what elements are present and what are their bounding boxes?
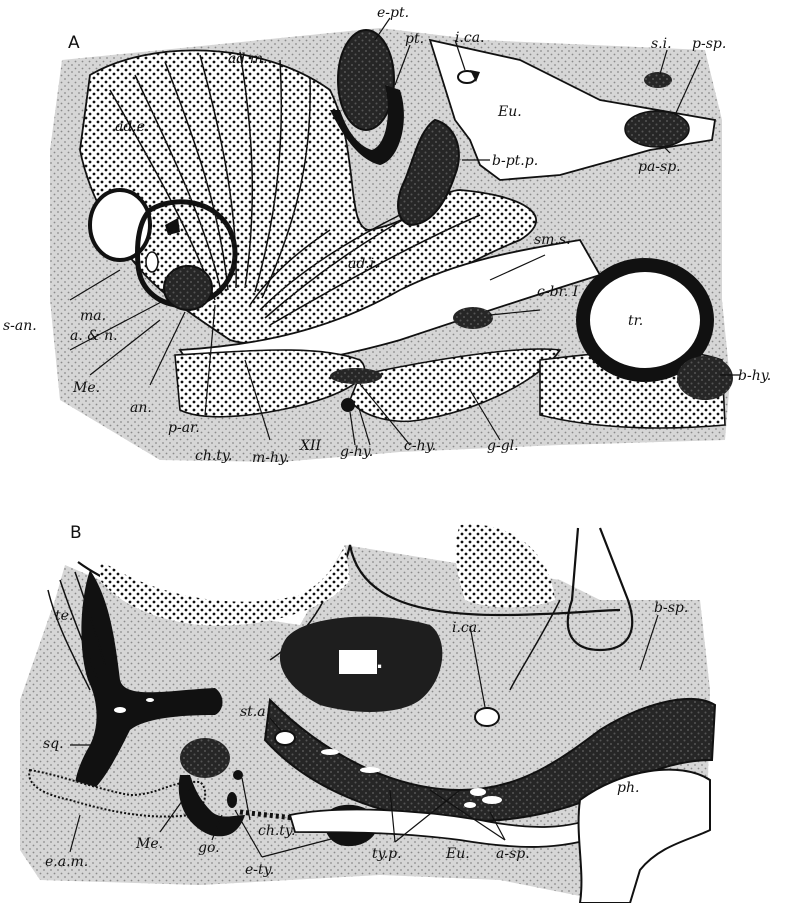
ectotympanic-small xyxy=(227,792,237,808)
stapedial-artery xyxy=(275,731,295,745)
label-tr: tr. xyxy=(628,313,643,329)
label-me-a: Me. xyxy=(72,380,100,396)
panel-a-label: A xyxy=(68,33,80,53)
label-go: go. xyxy=(198,840,220,856)
malleus-b xyxy=(180,738,230,778)
label-a-n: a. & n. xyxy=(70,328,118,344)
label-ch-ty-b: ch.ty. xyxy=(258,823,295,839)
label-p-sp: p-sp. xyxy=(692,36,726,52)
internal-carotid-b xyxy=(475,708,499,726)
label-ch-ty-a: ch.ty. xyxy=(195,448,232,464)
label-i-ca-a: i.ca. xyxy=(455,30,485,46)
ectopterygoid xyxy=(338,30,394,130)
label-ty-p: ty.p. xyxy=(372,846,402,862)
ceratobranchial xyxy=(453,307,493,329)
panel-b-label: B xyxy=(70,523,82,543)
label-sq: sq. xyxy=(43,736,64,752)
label-c-hy: c-hy. xyxy=(404,438,436,454)
label-sm-s: sm.s. xyxy=(534,232,571,248)
basihyal xyxy=(677,356,733,400)
label-pa-sp: pa-sp. xyxy=(638,159,681,175)
label-eu-b: Eu. xyxy=(445,846,470,862)
label-c-br: c-br. I xyxy=(537,284,579,300)
otic-dots xyxy=(455,524,555,607)
ceratohyal xyxy=(330,368,382,384)
label-e-a-m: e.a.m. xyxy=(45,854,88,870)
panel-b: B te. V g. i.ca. b-sp. st.a. sq. ph. e.a… xyxy=(20,523,715,903)
label-vg: V g. xyxy=(343,652,383,673)
label-s-an: s-an. xyxy=(3,318,37,334)
label-xii: XII xyxy=(299,438,321,454)
label-p-ar: p-ar. xyxy=(168,420,200,436)
label-b-hy: b-hy. xyxy=(738,368,771,384)
panel-a: A e-pt. pt. i.ca. s.i. p-sp. ad.m. ad.e.… xyxy=(3,5,771,466)
sphenoid-small xyxy=(644,72,672,88)
label-e-pt: e-pt. xyxy=(377,5,409,21)
label-g-gl: g-gl. xyxy=(487,438,519,454)
label-ph: ph. xyxy=(617,780,639,796)
label-ma: ma. xyxy=(80,308,106,324)
label-an: an. xyxy=(130,400,152,416)
pharynx xyxy=(579,770,710,903)
label-a-sp: a-sp. xyxy=(496,846,530,862)
trachea xyxy=(583,265,707,375)
label-e-ty: e-ty. xyxy=(245,862,274,878)
label-ad-i: ad.i. xyxy=(348,256,379,272)
label-te: te. xyxy=(55,608,73,624)
parasphenoid xyxy=(625,111,689,147)
label-ad-m: ad.m. xyxy=(228,51,267,67)
label-st-a: st.a. xyxy=(240,704,270,720)
label-eu-a: Eu. xyxy=(497,104,522,120)
hypoglossal-nerve xyxy=(341,398,355,412)
label-i-ca-b: i.ca. xyxy=(452,620,482,636)
label-m-hy: m-hy. xyxy=(252,450,290,466)
malleus-ossicle xyxy=(164,266,212,310)
label-b-sp: b-sp. xyxy=(654,600,688,616)
label-ad-e: ad.e. xyxy=(115,119,150,135)
small-cavity xyxy=(146,252,158,272)
label-s-i: s.i. xyxy=(651,36,672,52)
label-b-pt-p: b-pt.p. xyxy=(492,153,538,169)
label-me-b: Me. xyxy=(135,836,163,852)
label-g-hy: g-hy. xyxy=(340,444,373,460)
label-pt: pt. xyxy=(405,31,424,47)
